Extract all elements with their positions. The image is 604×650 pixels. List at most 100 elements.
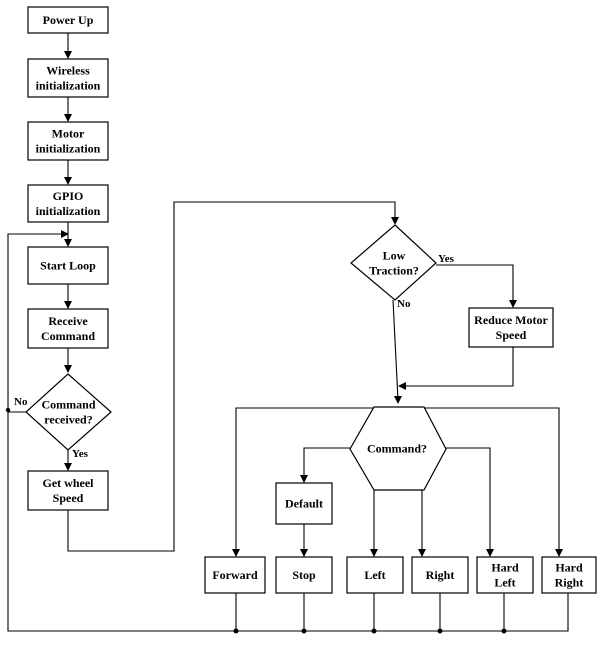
arrowhead xyxy=(61,230,69,238)
node-label-line: initialization xyxy=(36,142,101,156)
node-label-line: Command? xyxy=(367,442,427,456)
edge-getspeed-lowtraction xyxy=(67,201,396,552)
arrowhead xyxy=(64,51,72,59)
node-label-line: Wireless xyxy=(46,64,90,78)
node-label-line: Receive xyxy=(48,314,88,328)
node-label-line: Hard xyxy=(555,561,583,575)
node-label-line: Left xyxy=(364,568,385,582)
edge-hardright-bus xyxy=(7,410,569,632)
node-label-line: Speed xyxy=(53,491,84,505)
edge-label-traction-no: No xyxy=(397,298,411,310)
node-power-up: Power Up xyxy=(27,6,109,34)
arrowhead xyxy=(64,177,72,185)
node-label-line: Default xyxy=(285,497,323,511)
arrowhead xyxy=(398,382,406,390)
junction-dots xyxy=(5,407,507,634)
node-default: Default xyxy=(275,482,333,525)
arrowhead xyxy=(509,300,517,308)
arrowhead xyxy=(394,396,402,404)
node-label-line: Stop xyxy=(292,568,316,582)
arrowhead xyxy=(555,549,563,557)
edge-to-forward xyxy=(235,407,374,553)
arrowhead xyxy=(64,301,72,309)
arrowhead xyxy=(370,549,378,557)
edge-to-hardright xyxy=(424,407,560,553)
node-label-line: Right xyxy=(426,568,455,582)
node-forward: Forward xyxy=(204,556,266,594)
edge-to-hardleft xyxy=(426,447,491,553)
node-default-label: Default xyxy=(285,497,323,511)
junction-dot xyxy=(5,407,11,413)
arrowhead xyxy=(300,549,308,557)
node-label-line: received? xyxy=(44,413,92,427)
arrowhead xyxy=(486,549,494,557)
node-left: Left xyxy=(346,556,404,594)
junction-dot xyxy=(233,628,239,634)
junction-dot xyxy=(501,628,507,634)
node-label-line: Motor xyxy=(52,127,85,141)
edge-labels: No Yes Yes No xyxy=(14,253,455,460)
arrowhead xyxy=(232,549,240,557)
edge-loopback-startloop xyxy=(7,233,62,410)
node-label-line: initialization xyxy=(36,79,101,93)
edge-label-received-yes: Yes xyxy=(72,448,89,460)
node-command-switch: Command? xyxy=(349,406,447,491)
node-label-line: Command xyxy=(41,398,95,412)
node-label-line: Left xyxy=(494,576,515,590)
node-label-line: Get wheel xyxy=(43,476,95,490)
node-label-line: Speed xyxy=(496,328,527,342)
node-label-line: Reduce Motor xyxy=(474,313,548,327)
node-power-up-label: Power Up xyxy=(43,13,94,27)
arrowhead xyxy=(64,365,72,373)
junction-dot xyxy=(301,628,307,634)
edge-traction-yes xyxy=(436,264,514,306)
arrowheads xyxy=(61,51,563,557)
node-label-line: initialization xyxy=(36,204,101,218)
node-right: Right xyxy=(411,556,469,594)
arrowhead xyxy=(64,463,72,471)
node-stop: Stop xyxy=(275,556,333,594)
node-label-line: Traction? xyxy=(369,264,419,278)
node-label-line: GPIO xyxy=(53,189,84,203)
node-start-loop: Start Loop xyxy=(27,246,109,285)
edge-label-traction-yes: Yes xyxy=(438,253,455,265)
node-left-label: Left xyxy=(364,568,385,582)
node-label-line: Hard xyxy=(491,561,519,575)
edge-traction-no xyxy=(392,299,399,401)
node-label-line: Low xyxy=(383,249,406,263)
junction-dot xyxy=(437,628,443,634)
connectors xyxy=(7,33,569,632)
edge-reduce-merge xyxy=(404,347,514,387)
arrowhead xyxy=(418,549,426,557)
node-label-line: Start Loop xyxy=(40,259,96,273)
arrowhead xyxy=(64,114,72,122)
node-label-line: Forward xyxy=(212,568,258,582)
arrowhead xyxy=(64,239,72,247)
arrowhead xyxy=(391,217,399,225)
arrowhead xyxy=(300,475,308,483)
node-stop-label: Stop xyxy=(292,568,316,582)
node-label-line: Right xyxy=(555,576,584,590)
